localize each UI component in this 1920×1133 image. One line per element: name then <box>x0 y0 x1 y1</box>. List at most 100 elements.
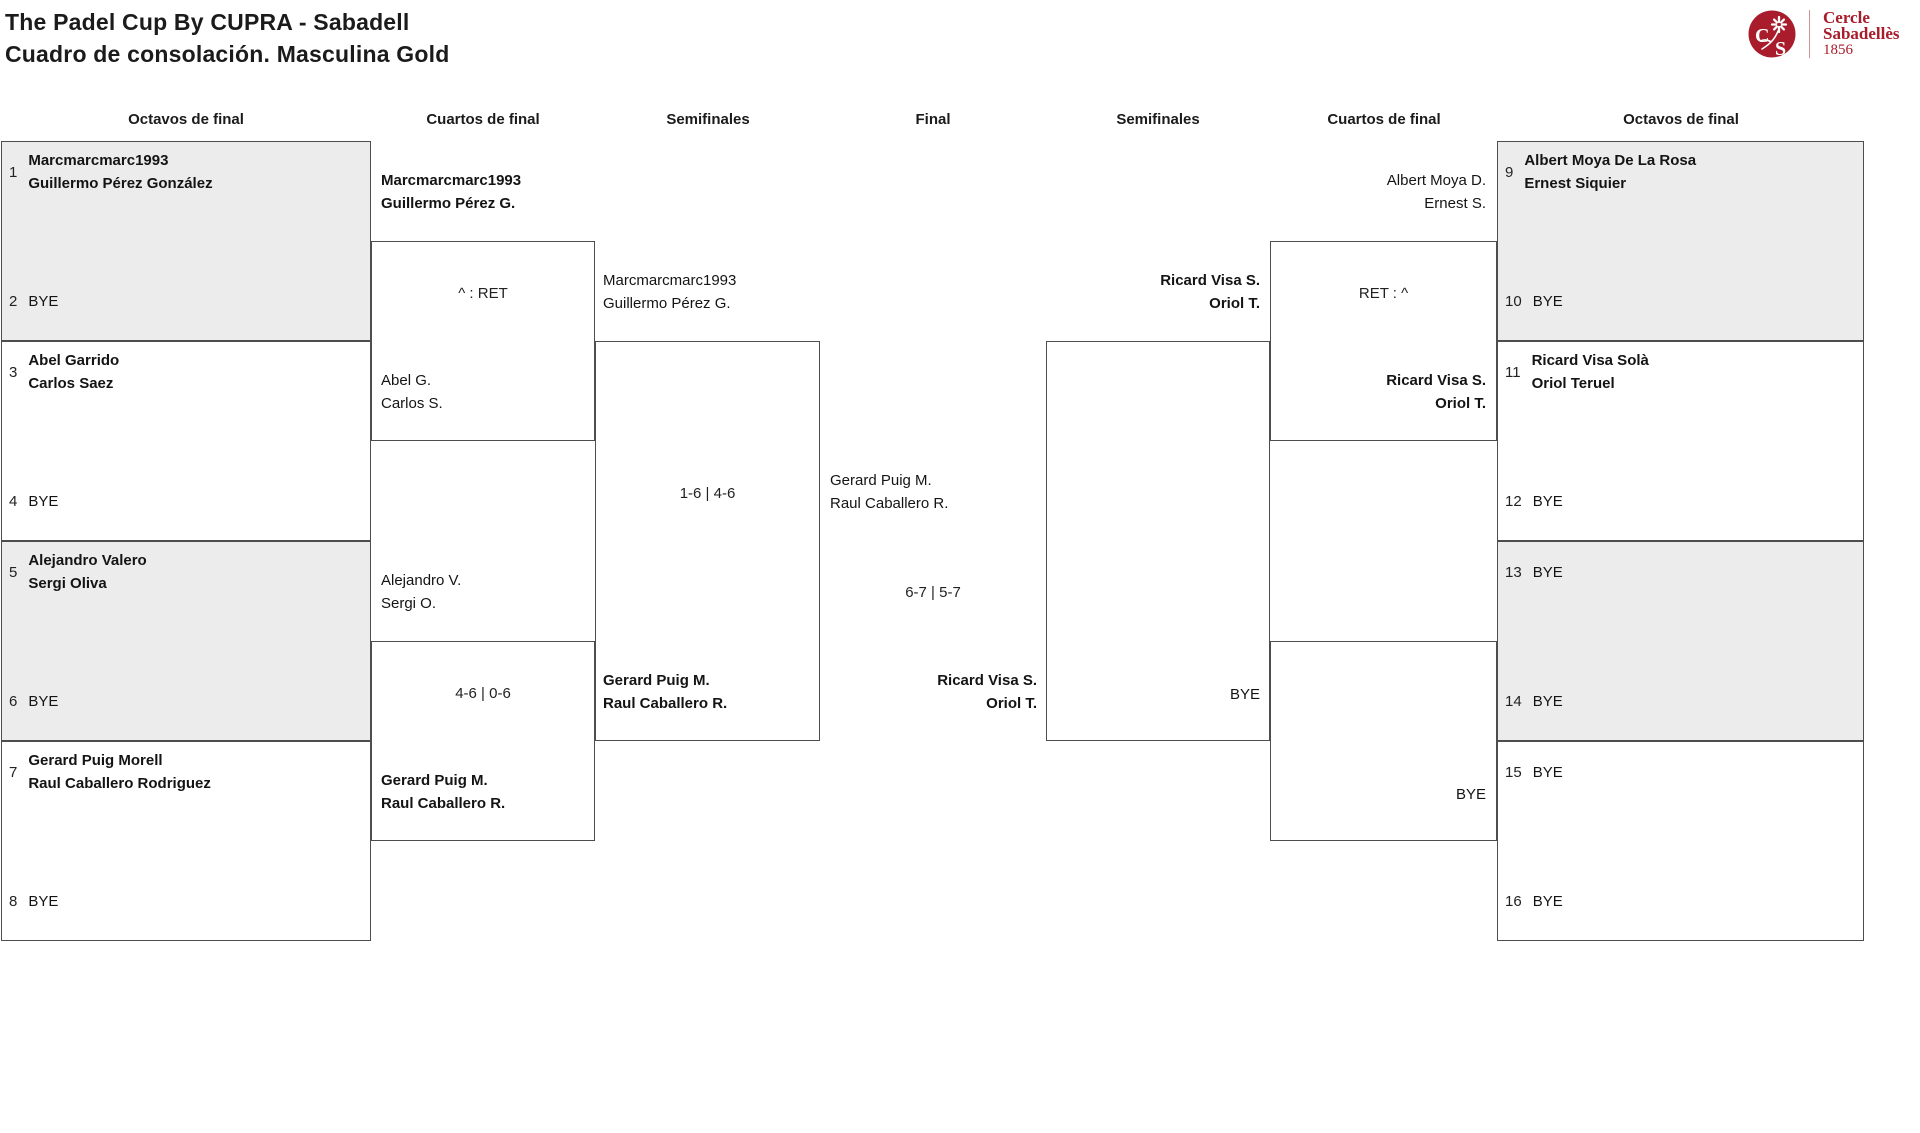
match-box-cuartos-left-1: ^ : RET <box>371 241 595 441</box>
seed-number: 2 <box>9 292 18 310</box>
player-name: BYE <box>1532 692 1563 710</box>
team-names: Oriol T. <box>1209 295 1260 312</box>
team-names: Gerard Puig M. <box>603 672 710 689</box>
final-match-score: 6-7 | 5-7 <box>905 584 961 601</box>
bye-label: BYE <box>1533 290 1563 313</box>
seed-number: 13 <box>1505 563 1522 581</box>
seed-number: 7 <box>9 763 18 781</box>
player-name: Abel Garrido <box>28 352 120 369</box>
team-names: Raul Caballero R. <box>603 695 728 712</box>
player-name: Oriol Teruel <box>1531 375 1615 392</box>
match-box-cuartos-right-2 <box>1270 641 1497 841</box>
match-box-semifinal-right <box>1046 341 1270 741</box>
team-names: Abel G. <box>381 372 432 389</box>
bye-label: BYE <box>1455 786 1486 803</box>
tournament-name: The Padel Cup By CUPRA - Sabadell <box>5 9 410 35</box>
player-name: BYE <box>28 692 59 710</box>
match-box-cuartos-left-2: 4-6 | 0-6 <box>371 641 595 841</box>
team-names: Oriol T. <box>1435 395 1486 412</box>
player-name: BYE <box>28 492 59 510</box>
logo-initial-s: S <box>1775 38 1786 58</box>
player-name: BYE <box>28 892 59 910</box>
team-names: Albert Moya D. <box>1386 172 1486 189</box>
team-names: Oriol T. <box>986 695 1037 712</box>
final-slot-left: Gerard Puig M.Raul Caballero R. <box>830 469 948 515</box>
seed-number: 12 <box>1505 492 1522 510</box>
bye-label: BYE <box>1533 561 1563 584</box>
player-name: BYE <box>28 292 59 310</box>
match-score: 1-6 | 4-6 <box>679 485 736 502</box>
seed-number: 5 <box>9 563 18 581</box>
entry-row: 14 BYE <box>1505 688 1859 714</box>
logo-divider <box>1809 10 1810 58</box>
round-header: Semifinales <box>1116 111 1200 128</box>
player-name: Raul Caballero Rodriguez <box>28 775 211 792</box>
cuartos-left-2-slot-top: Alejandro V.Sergi O. <box>381 569 461 615</box>
bye-label: BYE <box>1229 686 1260 703</box>
bye-label: BYE <box>28 290 58 313</box>
bye-label: BYE <box>28 690 58 713</box>
team-names: Guillermo Pérez G. <box>603 295 731 312</box>
team-names: Marcmarcmarc1993 <box>381 172 522 189</box>
bye-label: BYE <box>28 490 58 513</box>
round-header: Final <box>915 111 951 128</box>
bye-label: BYE <box>1533 690 1563 713</box>
player-name: Sergi Oliva <box>28 575 107 592</box>
bye-label: BYE <box>1533 890 1563 913</box>
cuartos-right-1-slot-bottom: Ricard Visa S.Oriol T. <box>1386 369 1486 415</box>
team-names: Ricard Visa S. <box>1160 272 1260 289</box>
team-names: Carlos S. <box>381 395 443 412</box>
player-name: BYE <box>1532 563 1563 581</box>
semifinal-left-slot-bottom: Gerard Puig M. Raul Caballero R. <box>603 669 727 715</box>
page-title: The Padel Cup By CUPRA - Sabadell Cuadro… <box>5 6 449 70</box>
team-names: Guillermo Pérez G. <box>381 195 516 212</box>
seed-number: 16 <box>1505 892 1522 910</box>
bye-label: BYE <box>1533 490 1563 513</box>
team-names: Gerard Puig M. <box>830 472 932 489</box>
daisy-flower-icon <box>1770 15 1788 34</box>
club-logo-emblem-icon: C S <box>1748 10 1796 58</box>
entry-row: 13 BYE <box>1505 548 1859 596</box>
draw-name: Cuadro de consolación. Masculina Gold <box>5 41 450 67</box>
team-names: Raul Caballero R. <box>381 795 506 812</box>
round-header: Cuartos de final <box>426 111 540 128</box>
player-name: BYE <box>1532 292 1563 310</box>
team-names: Sergi O. <box>381 595 437 612</box>
round-header: Octavos de final <box>128 111 244 128</box>
seed-number: 14 <box>1505 692 1522 710</box>
club-logo-text: Cercle Sabadellès 1856 <box>1823 9 1900 58</box>
bye-label: BYE <box>28 890 58 913</box>
player-name: Guillermo Pérez González <box>28 175 213 192</box>
match-score: ^ : RET <box>458 285 508 302</box>
player-name: Carlos Saez <box>28 375 114 392</box>
team-names: Ricard Visa S. <box>937 672 1037 689</box>
cuartos-left-2-slot-bottom: Gerard Puig M.Raul Caballero R. <box>381 769 505 815</box>
seed-number: 10 <box>1505 292 1522 310</box>
bye-label: BYE <box>1533 761 1563 784</box>
player-name: Gerard Puig Morell <box>28 752 163 769</box>
club-founding-year: 1856 <box>1823 42 1853 58</box>
club-logo: C S Cercle Sabadellès 1856 <box>1748 9 1900 58</box>
cuartos-left-1-slot-bottom: Abel G. Carlos S. <box>381 369 443 415</box>
entry-row: 10 BYE <box>1505 288 1859 314</box>
match-score: RET : ^ <box>1358 285 1409 302</box>
player-name: Marcmarcmarc1993 <box>28 152 169 169</box>
entry-row: 16 BYE <box>1505 888 1859 914</box>
